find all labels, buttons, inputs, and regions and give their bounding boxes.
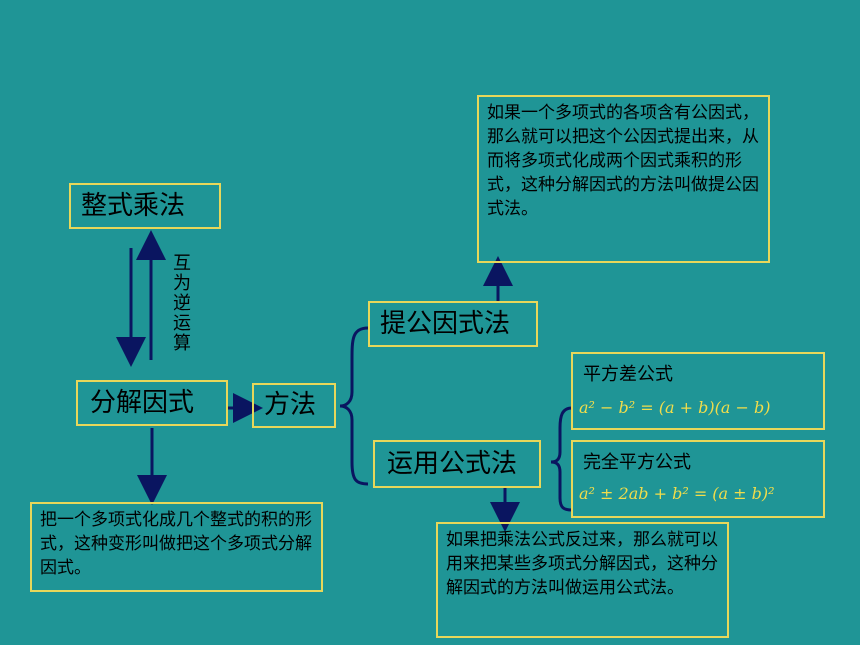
method-label: 方法 <box>264 390 317 420</box>
common-factor-node: 提公因式法 <box>368 301 538 347</box>
formula-method-node: 运用公式法 <box>373 440 541 488</box>
difference-of-squares-title: 平方差公式 <box>583 364 673 385</box>
common-factor-label: 提公因式法 <box>380 309 511 339</box>
perfect-square-title: 完全平方公式 <box>583 452 691 473</box>
perfect-square-box: 完全平方公式 a² ± 2ab + b² = (a ± b)² <box>571 440 825 518</box>
factorization-label: 分解因式 <box>90 388 195 418</box>
integer-multiplication-label: 整式乘法 <box>81 191 186 221</box>
mutual-inverse-text: 互为逆运算 <box>173 253 191 354</box>
brace-formulas <box>550 406 573 512</box>
formula-method-label: 运用公式法 <box>387 449 518 479</box>
method-node: 方法 <box>252 383 336 428</box>
formula-method-definition-text: 如果把乘法公式反过来，那么就可以用来把某些多项式分解因式，这种分解因式的方法叫做… <box>446 530 718 598</box>
integer-multiplication-node: 整式乘法 <box>69 183 221 229</box>
factorization-node: 分解因式 <box>76 380 228 426</box>
perfect-square-formula: a² ± 2ab + b² = (a ± b)² <box>579 484 775 503</box>
factorization-definition: 把一个多项式化成几个整式的积的形式，这种变形叫做把这个多项式分解因式。 <box>30 502 323 592</box>
difference-of-squares-box: 平方差公式 a² − b² = (a + b)(a − b) <box>571 352 825 430</box>
common-factor-definition-text: 如果一个多项式的各项含有公因式，那么就可以把这个公因式提出来，从而将多项式化成两… <box>487 103 759 219</box>
factorization-definition-text: 把一个多项式化成几个整式的积的形式，这种变形叫做把这个多项式分解因式。 <box>40 510 312 578</box>
difference-of-squares-formula: a² − b² = (a + b)(a − b) <box>579 398 771 417</box>
formula-method-definition: 如果把乘法公式反过来，那么就可以用来把某些多项式分解因式，这种分解因式的方法叫做… <box>436 522 729 638</box>
mutual-inverse-label: 互为逆运算 <box>172 255 192 355</box>
brace-method <box>339 326 369 486</box>
common-factor-definition: 如果一个多项式的各项含有公因式，那么就可以把这个公因式提出来，从而将多项式化成两… <box>477 95 770 263</box>
